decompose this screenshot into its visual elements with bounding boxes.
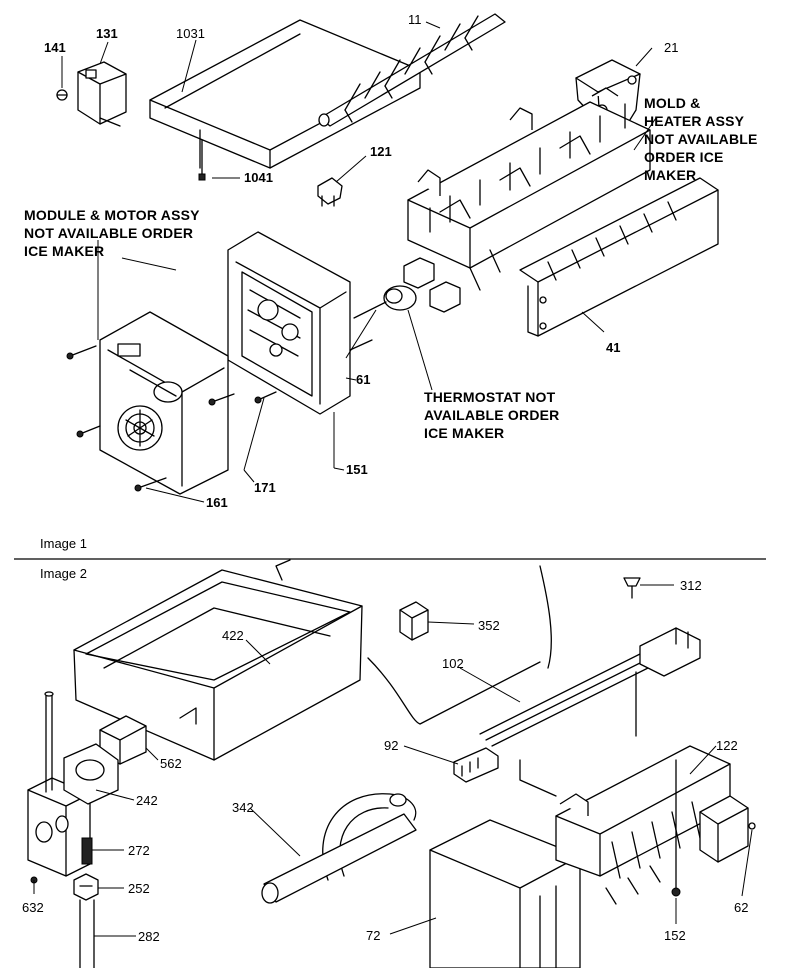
callout-422: 422 bbox=[222, 628, 244, 643]
part-72-cover bbox=[429, 819, 581, 968]
callout-632: 632 bbox=[22, 900, 44, 915]
image-2-panel: Image 2 bbox=[22, 559, 756, 968]
callout-62: 62 bbox=[734, 900, 748, 915]
housing-frame bbox=[227, 231, 351, 415]
callout-131: 131 bbox=[96, 26, 118, 41]
part-92-connector bbox=[453, 747, 499, 783]
leader-lines-1 bbox=[61, 21, 657, 503]
part-102-harness bbox=[367, 565, 701, 747]
part-121-clip bbox=[317, 177, 343, 207]
callout-1041: 1041 bbox=[244, 170, 273, 185]
part-282-tube bbox=[79, 899, 95, 968]
callout-282: 282 bbox=[138, 929, 160, 944]
callout-141: 141 bbox=[44, 40, 66, 55]
callout-352: 352 bbox=[478, 618, 500, 633]
part-312-screw bbox=[623, 577, 641, 599]
mounting-screws bbox=[66, 339, 373, 492]
part-41-heater-strip bbox=[519, 177, 719, 337]
svg-text:AVAILABLE ORDER: AVAILABLE ORDER bbox=[424, 407, 559, 423]
part-152-screw bbox=[671, 887, 681, 897]
part-352-clip bbox=[399, 601, 429, 641]
svg-text:HEATER ASSY: HEATER ASSY bbox=[644, 113, 745, 129]
callout-102: 102 bbox=[442, 656, 464, 671]
callout-562: 562 bbox=[160, 756, 182, 771]
part-252-nut bbox=[73, 873, 99, 901]
callout-171: 171 bbox=[254, 480, 276, 495]
callout-242: 242 bbox=[136, 793, 158, 808]
thermostat bbox=[353, 285, 417, 319]
image-2-caption: Image 2 bbox=[40, 566, 87, 581]
note-thermostat: THERMOSTAT NOT AVAILABLE ORDER ICE MAKER bbox=[424, 389, 559, 441]
module-motor-assembly bbox=[99, 311, 229, 495]
callout-252: 252 bbox=[128, 881, 150, 896]
svg-text:MODULE & MOTOR ASSY: MODULE & MOTOR ASSY bbox=[24, 207, 200, 223]
part-131-bracket bbox=[77, 61, 127, 127]
svg-text:ICE MAKER: ICE MAKER bbox=[24, 243, 104, 259]
part-342-fill-tube bbox=[261, 793, 417, 904]
part-272-spring bbox=[81, 837, 93, 865]
callout-92: 92 bbox=[384, 738, 398, 753]
callout-122: 122 bbox=[716, 738, 738, 753]
svg-text:ICE MAKER: ICE MAKER bbox=[424, 425, 504, 441]
part-122-ice-maker bbox=[519, 745, 749, 905]
callout-1031: 1031 bbox=[176, 26, 205, 41]
image-1-panel: 141 131 1031 11 21 121 1041 41 61 151 17… bbox=[24, 12, 758, 551]
part-141-screw bbox=[56, 89, 68, 101]
callout-61: 61 bbox=[356, 372, 370, 387]
svg-text:MOLD &: MOLD & bbox=[644, 95, 700, 111]
callout-161: 161 bbox=[206, 495, 228, 510]
callout-342: 342 bbox=[232, 800, 254, 815]
callout-72: 72 bbox=[366, 928, 380, 943]
callout-152: 152 bbox=[664, 928, 686, 943]
leader-lines-2 bbox=[33, 584, 753, 937]
svg-text:NOT AVAILABLE ORDER: NOT AVAILABLE ORDER bbox=[24, 225, 193, 241]
callout-121: 121 bbox=[370, 144, 392, 159]
svg-text:NOT AVAILABLE: NOT AVAILABLE bbox=[644, 131, 758, 147]
note-mold-heater: MOLD & HEATER ASSY NOT AVAILABLE ORDER I… bbox=[644, 95, 758, 183]
mold-heater-assembly bbox=[403, 87, 651, 313]
svg-text:MAKER: MAKER bbox=[644, 167, 696, 183]
callout-41: 41 bbox=[606, 340, 620, 355]
callout-151: 151 bbox=[346, 462, 368, 477]
part-1041-pin bbox=[198, 139, 206, 181]
note-module-motor: MODULE & MOTOR ASSY NOT AVAILABLE ORDER … bbox=[24, 207, 200, 259]
callout-312: 312 bbox=[680, 578, 702, 593]
svg-text:ORDER ICE: ORDER ICE bbox=[644, 149, 724, 165]
callouts-2: 312 352 422 102 92 122 562 242 342 272 2… bbox=[22, 578, 748, 944]
part-422-ice-bin bbox=[73, 559, 363, 761]
callouts-1: 141 131 1031 11 21 121 1041 41 61 151 17… bbox=[44, 12, 678, 510]
part-242-valve bbox=[27, 691, 119, 877]
part-62-fitting bbox=[748, 822, 756, 830]
image-1-caption: Image 1 bbox=[40, 536, 87, 551]
callout-272: 272 bbox=[128, 843, 150, 858]
callout-21: 21 bbox=[664, 40, 678, 55]
callout-11: 11 bbox=[408, 12, 422, 27]
part-11-ejector bbox=[318, 13, 506, 127]
svg-text:THERMOSTAT NOT: THERMOSTAT NOT bbox=[424, 389, 556, 405]
